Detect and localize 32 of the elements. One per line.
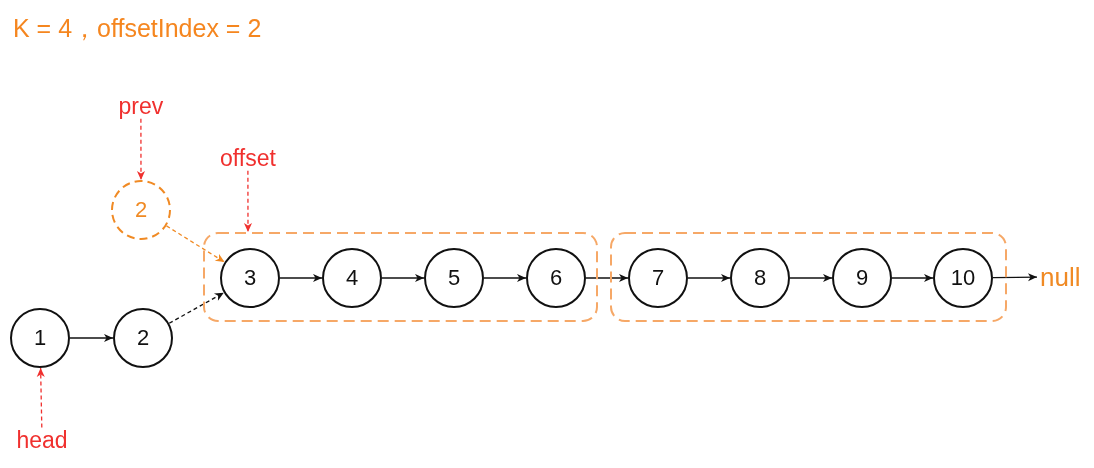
arrow	[891, 273, 934, 283]
group-box	[610, 232, 1007, 322]
pointer-arrow	[36, 367, 45, 429]
list-node: 10	[933, 248, 993, 308]
list-node: 1	[10, 308, 70, 368]
pointer-label: offset	[217, 145, 279, 171]
list-node: 8	[730, 248, 790, 308]
arrow	[381, 273, 425, 283]
list-node: 7	[628, 248, 688, 308]
list-node: 6	[526, 248, 586, 308]
arrow	[789, 273, 833, 283]
arrow	[585, 273, 629, 283]
end-label: null	[1037, 262, 1084, 292]
dashed-list-node: 2	[111, 180, 171, 240]
arrow	[687, 273, 731, 283]
pointer-arrow	[243, 170, 253, 233]
arrow	[279, 273, 323, 283]
list-node: 9	[832, 248, 892, 308]
arrow	[483, 273, 527, 283]
arrow	[168, 292, 225, 324]
list-node: 4	[322, 248, 382, 308]
arrow	[992, 273, 1038, 282]
pointer-arrow	[136, 118, 146, 181]
pointer-label: prev	[115, 93, 167, 119]
group-box	[203, 232, 598, 322]
arrow	[165, 225, 226, 263]
pointer-label: head	[13, 427, 71, 453]
list-node: 2	[113, 308, 173, 368]
arrow	[69, 333, 114, 343]
title: K = 4，offsetIndex = 2	[13, 14, 262, 43]
list-node: 5	[424, 248, 484, 308]
list-node: 3	[220, 248, 280, 308]
